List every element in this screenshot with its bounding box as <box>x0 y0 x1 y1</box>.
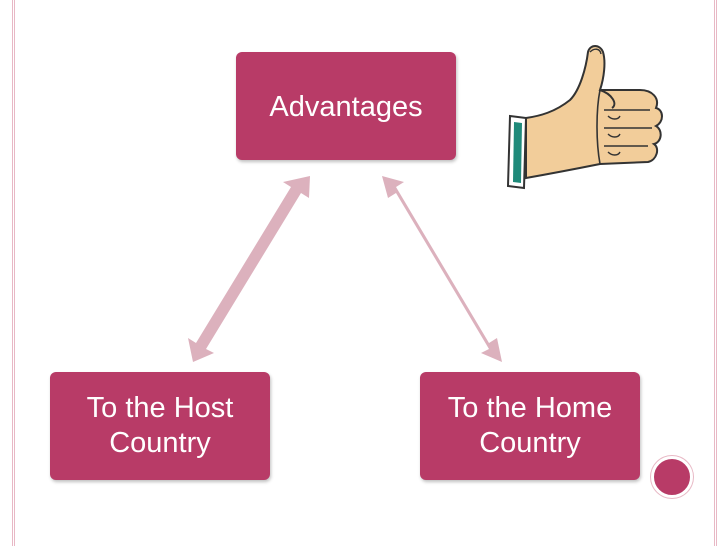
decorative-circle <box>651 456 693 498</box>
thumbs-up-icon <box>506 45 663 190</box>
right-double-arrow <box>382 176 502 362</box>
left-double-arrow <box>188 176 310 362</box>
right-frame-line <box>714 0 717 546</box>
host-country-box: To the Host Country <box>50 372 270 480</box>
home-country-box: To the Home Country <box>420 372 640 480</box>
left-frame-line <box>12 0 15 546</box>
advantages-box: Advantages <box>236 52 456 160</box>
